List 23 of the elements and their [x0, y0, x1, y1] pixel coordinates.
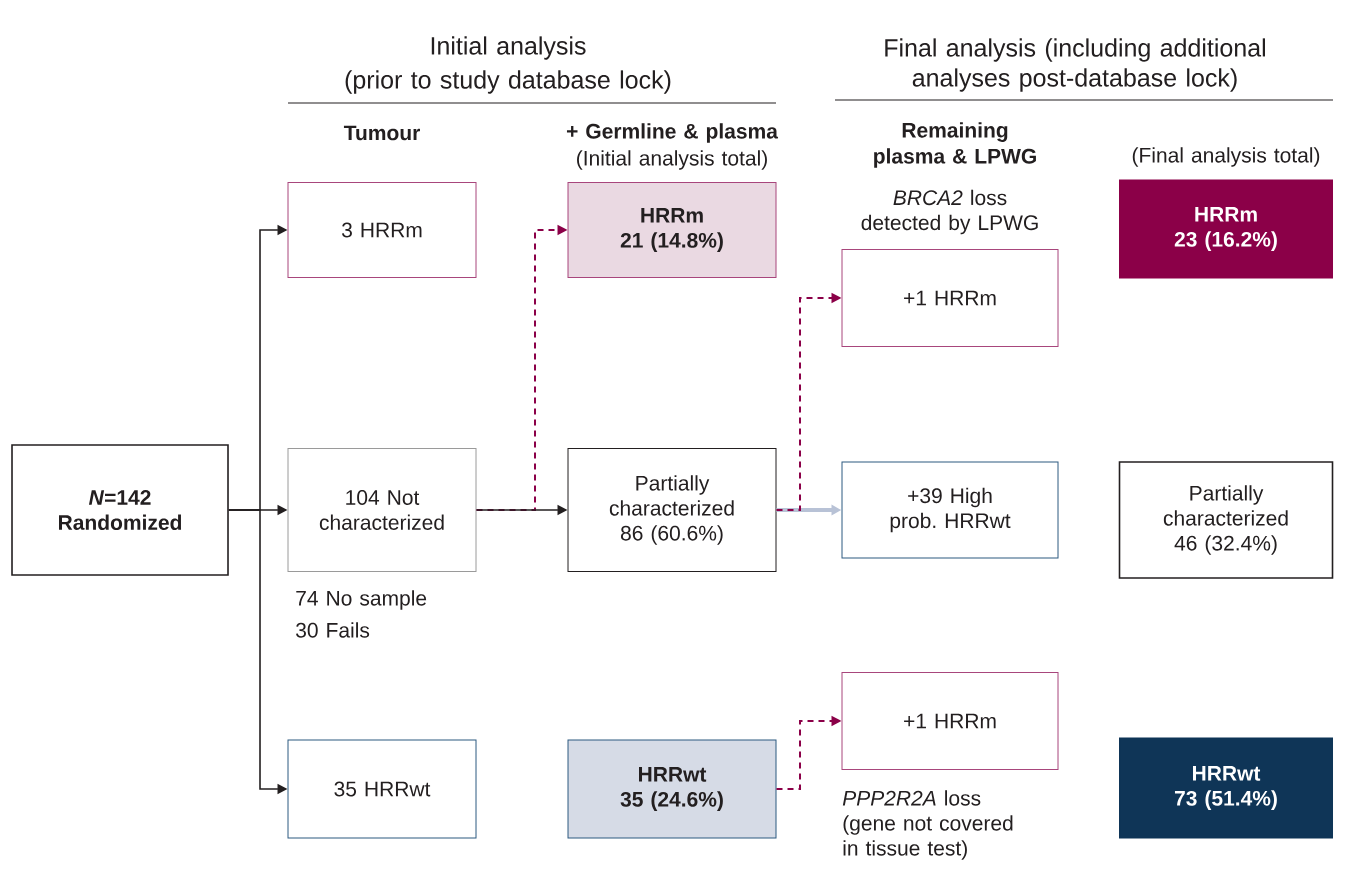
section-heading: Final analysis (including additional analyses post-database lock): [885, 38, 1265, 92]
section-heading: (prior to study database lock): [345, 70, 671, 94]
process-box: Partially characterized 46 (32.4%): [1118, 461, 1334, 579]
column-heading: Tumour: [343, 125, 420, 141]
category-box: +1 HRRm: [841, 249, 1059, 347]
start-box: N=142 Randomized: [11, 444, 229, 576]
category-box: 3 HRRm: [287, 182, 477, 278]
note-text: 74 No sample: [296, 590, 427, 610]
category-box: +39 High prob. HRRwt: [841, 461, 1059, 559]
note-text: PPP2R2A loss (gene not covered in tissue test): [842, 790, 1013, 860]
result-box: HRRm 21 (14.8%): [567, 182, 777, 278]
result-box: HRRwt 35 (24.6%): [567, 739, 777, 839]
column-heading: + Germline & plasma: [566, 123, 779, 143]
column-heading: Remaining plasma & LPWG: [874, 122, 1036, 168]
result-box: HRRwt 73 (51.4%): [1119, 737, 1333, 839]
category-box: 35 HRRwt: [287, 739, 477, 839]
process-box: Partially characterized 86 (60.6%): [567, 448, 777, 572]
section-heading: Initial analysis: [431, 36, 586, 60]
category-box: 104 Not characterized: [287, 448, 477, 572]
result-box: HRRm 23 (16.2%): [1119, 179, 1333, 279]
category-box: +1 HRRm: [841, 672, 1059, 770]
note-text: BRCA2 loss detected by LPWG: [861, 189, 1038, 235]
note-text: 30 Fails: [296, 622, 370, 638]
